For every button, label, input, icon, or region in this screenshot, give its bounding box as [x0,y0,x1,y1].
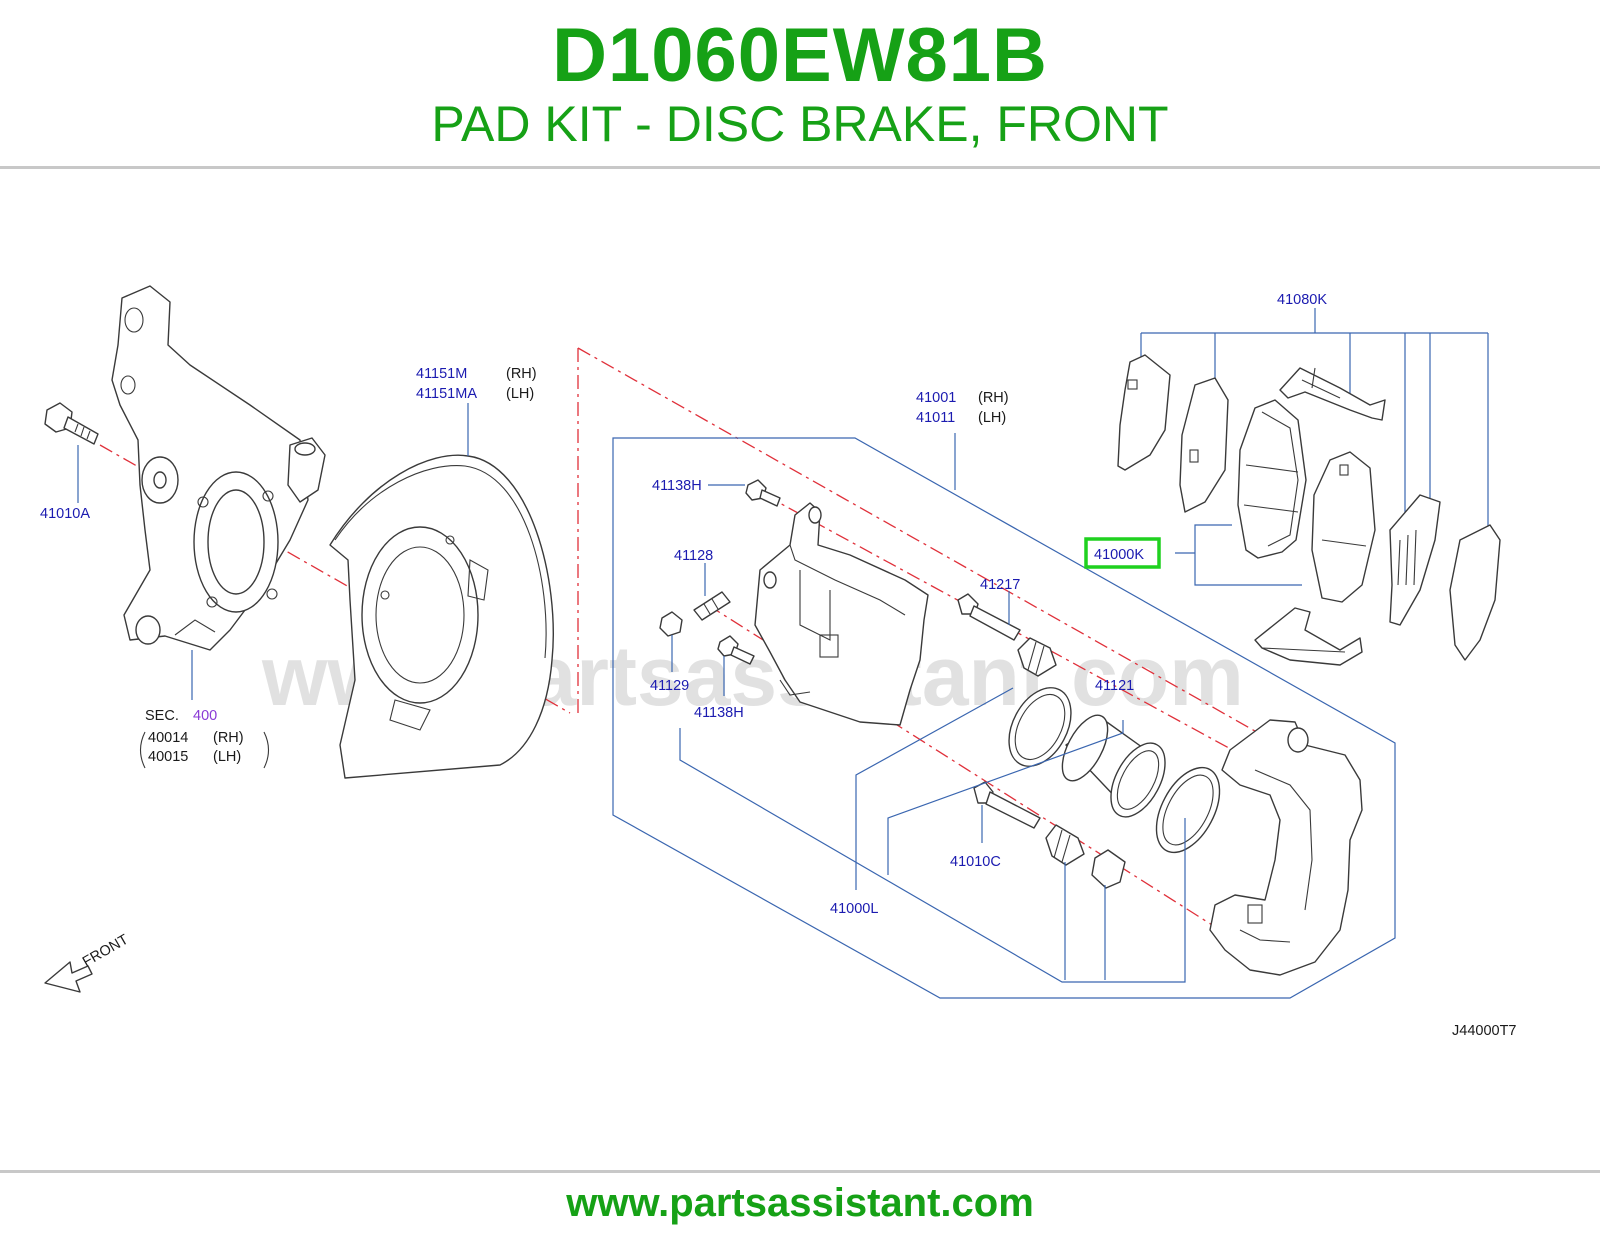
caliper-assembly-outline [612,437,1396,999]
caliper-bolt-lower [717,635,755,665]
header-divider [0,166,1600,169]
caliper-piston [1061,714,1166,818]
label-41151MA: 41151MA [416,386,477,402]
label-41151MA-side: (LH) [506,386,534,402]
parts-diagram: www.partsassistant.com [40,285,1517,1039]
part-name-subtitle: PAD KIT - DISC BRAKE, FRONT [431,96,1169,152]
guide-pin-upper [957,593,1021,641]
pad-kit-bracket [1194,524,1302,586]
guide-pin-boot-upper [1017,637,1057,677]
label-40014: 40014 [148,730,188,746]
guide-pin-lower [973,781,1041,829]
label-41138H-bottom: 41138H [694,705,744,721]
footer-website-link[interactable]: www.partsassistant.com [566,1181,1034,1225]
piston-seal [1008,687,1072,767]
label-41129: 41129 [650,678,689,694]
pad-retainer-clip [1279,367,1386,421]
caliper-bolt-upper [745,479,781,507]
label-41010C: 41010C [950,854,1001,870]
label-41151M: 41151M [416,366,467,382]
label-41151M-side: (RH) [506,366,537,382]
label-41217: 41217 [980,577,1020,593]
shim-kit-bracket [1140,332,1489,530]
caliper-body [754,502,929,726]
front-direction-arrow [44,961,93,993]
label-41121: 41121 [1095,678,1134,694]
brake-backing-plate [329,454,554,779]
pad-shim-plate-right [1389,494,1441,626]
guide-pin-sleeve [1091,849,1126,889]
kit-leader-piston-seal [855,687,1014,890]
label-40014-side: (RH) [213,730,244,746]
label-40015-side: (LH) [213,749,241,765]
label-41128: 41128 [674,548,713,564]
brake-pad-outer [1237,399,1307,559]
label-sec: SEC. [145,708,179,724]
label-sec-number: 400 [193,708,217,724]
guide-pin-boot-lower [1045,824,1085,866]
pad-spring-lower [1254,607,1363,666]
pad-shim-inner [1179,377,1229,513]
hub-bolt [44,402,99,445]
drawing-code: J44000T7 [1452,1023,1517,1039]
label-41010A: 41010A [40,506,90,522]
pad-shim-plate-far-right [1449,524,1501,661]
label-41011: 41011 [916,410,955,426]
highlight-box-41000K [1084,537,1161,569]
bleeder-cap [659,611,683,637]
kit-outline-41000L [679,728,1186,983]
axis-line-top [577,347,1263,736]
part-number-title: D1060EW81B [552,13,1048,98]
front-label: FRONT [80,932,131,971]
label-41011-side: (LH) [978,410,1006,426]
label-40015: 40015 [148,749,188,765]
caliper-torque-member [1209,719,1363,976]
label-41000L: 41000L [830,901,878,917]
label-41138H-top: 41138H [652,478,702,494]
label-41001: 41001 [916,390,956,406]
piston-dust-boot [1155,766,1221,854]
pad-shim-outer [1117,354,1171,471]
steering-knuckle [111,285,326,651]
paren-right [263,731,270,769]
label-41080K: 41080K [1277,292,1327,308]
bleeder-screw [693,591,731,621]
brake-pad-inner [1311,451,1376,603]
paren-left [139,731,146,769]
kit-leader-piston [887,720,1124,875]
footer-divider [0,1170,1600,1173]
label-41001-side: (RH) [978,390,1009,406]
label-41000K[interactable]: 41000K [1094,547,1144,563]
